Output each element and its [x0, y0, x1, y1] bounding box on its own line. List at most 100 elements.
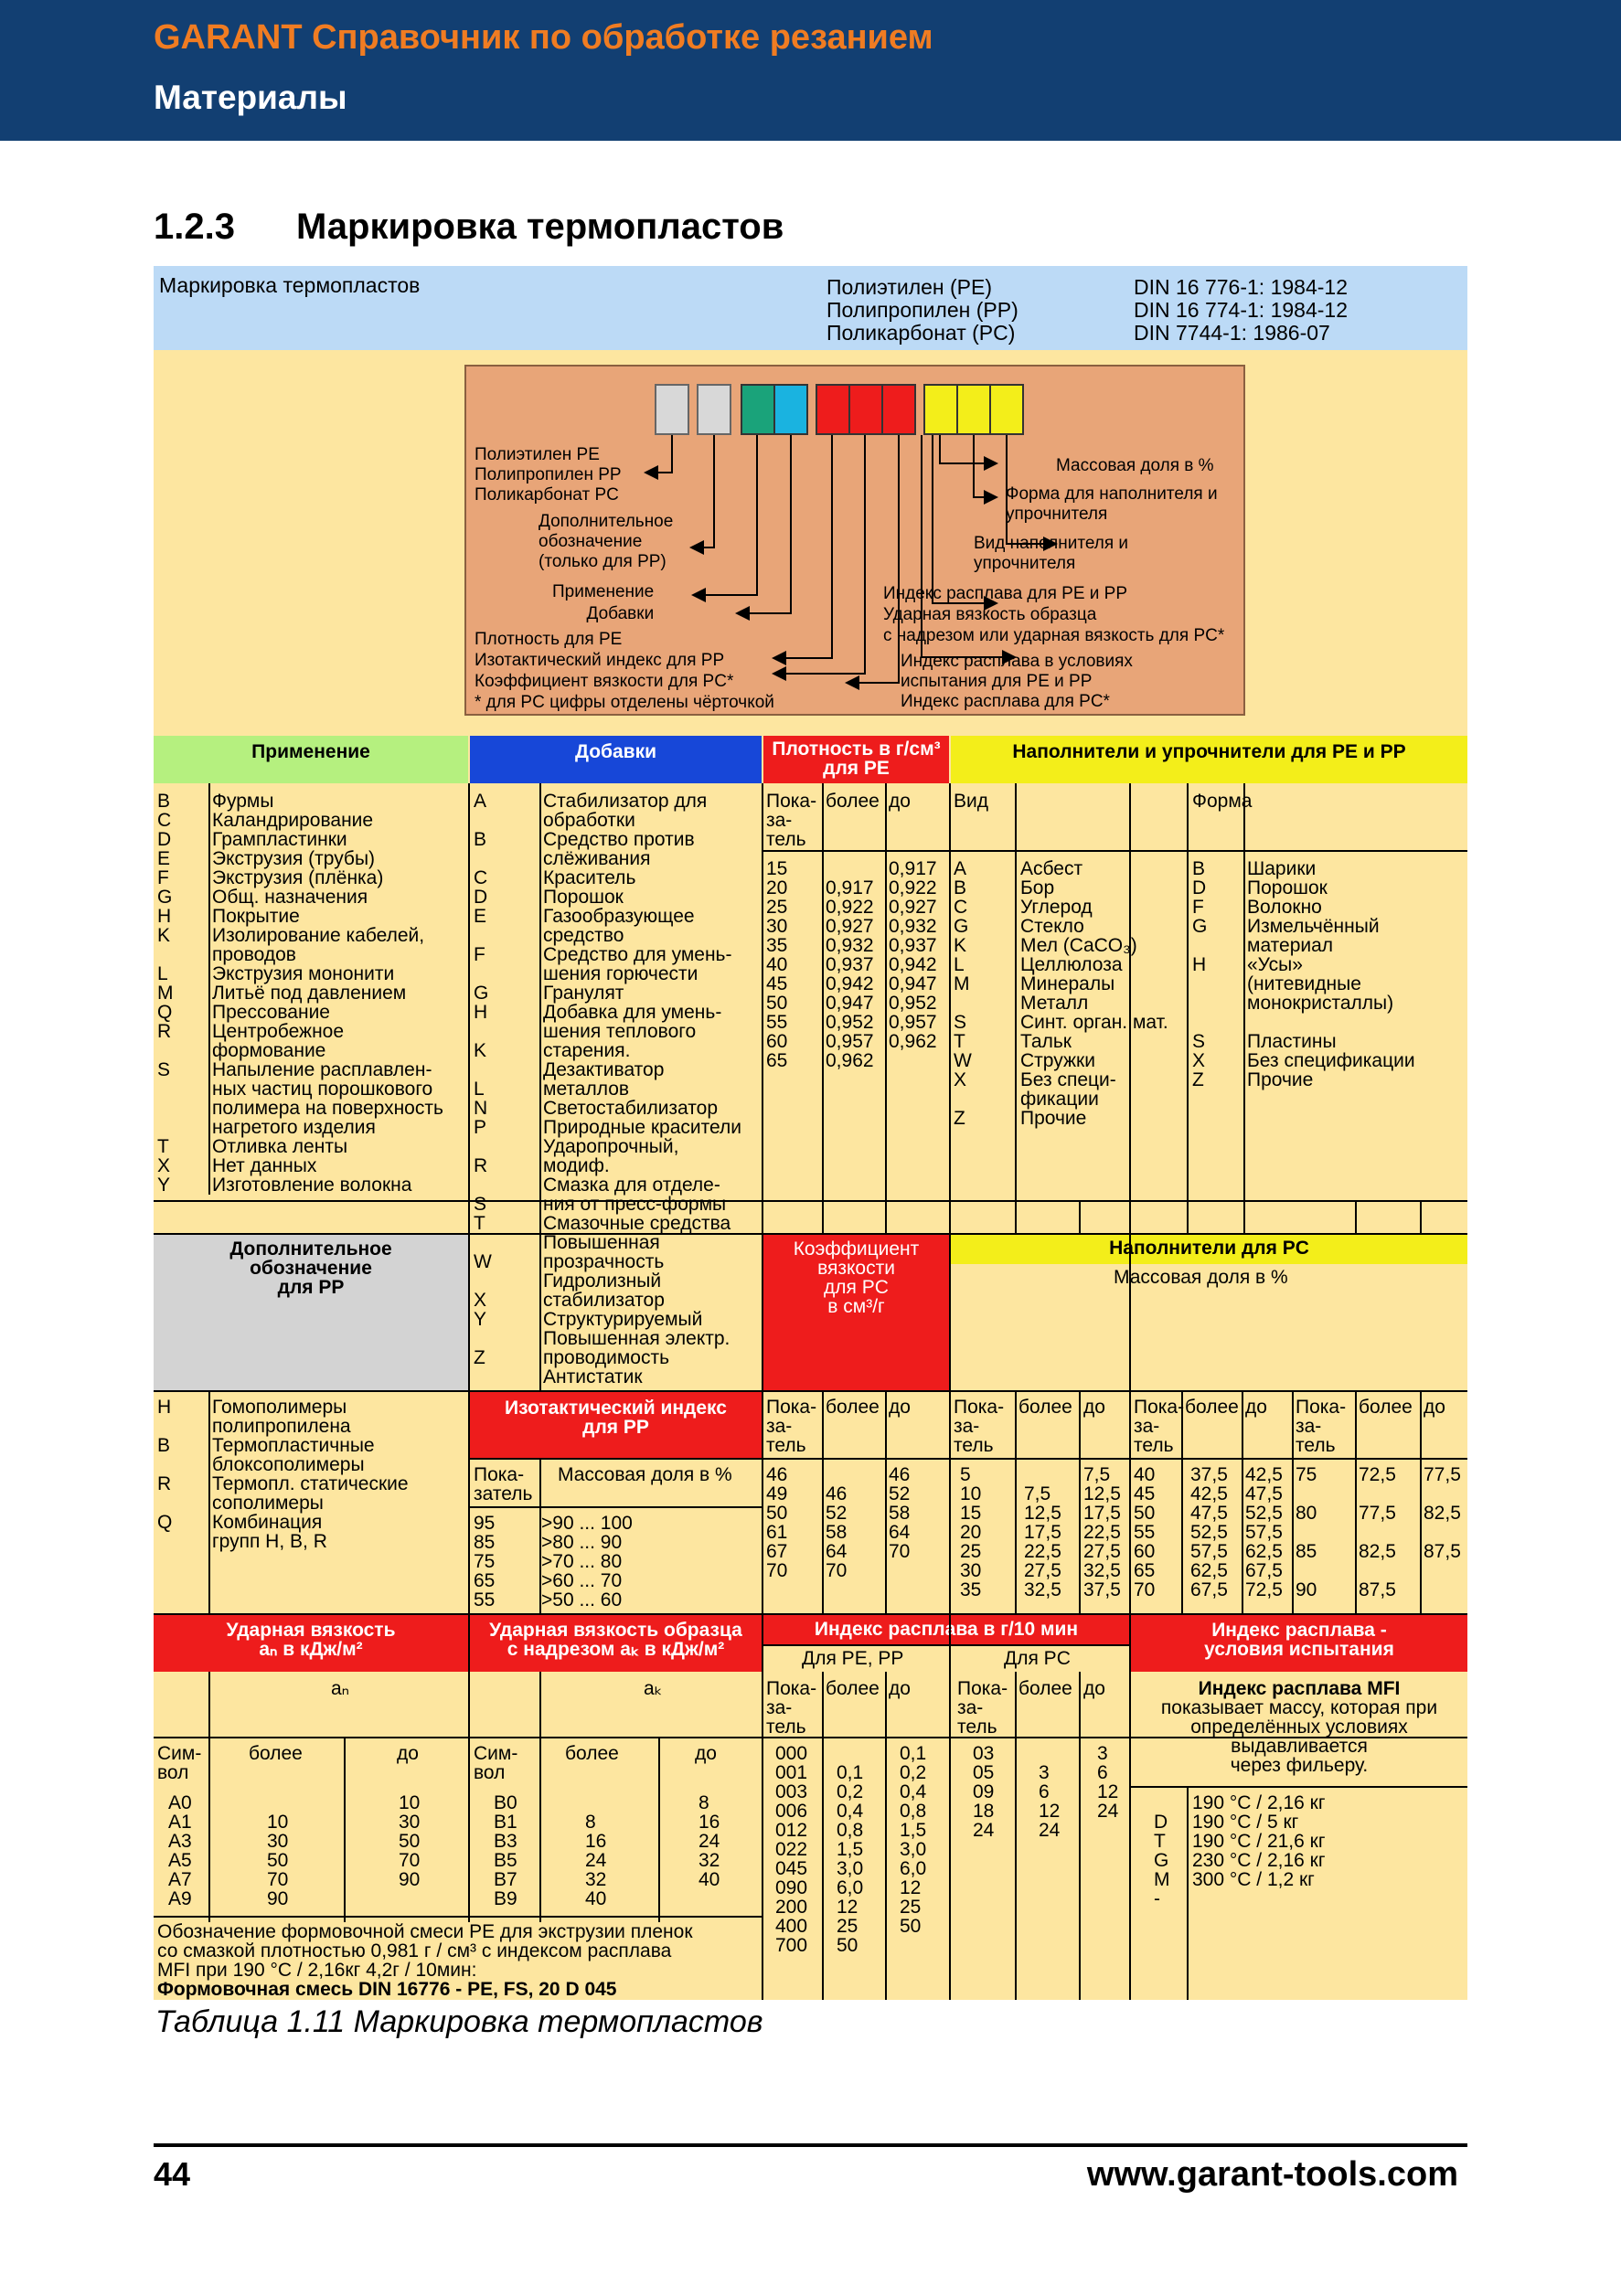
fillers-type-header: Вид	[954, 791, 988, 812]
code-box-red-3	[881, 384, 916, 435]
header-impact-notch: Ударная вязкость образца с надрезом aₖ в…	[470, 1615, 762, 1672]
section-number: 1.2.3	[154, 207, 235, 247]
grid-line	[1420, 1200, 1422, 1235]
impact-notch-more-header: более	[565, 1743, 619, 1764]
grid-line	[470, 1458, 1467, 1460]
page-number: 44	[154, 2155, 191, 2193]
code-box-yellow-3	[989, 384, 1024, 435]
impact-codes: A0 A1 A3 A5 A7 A9	[168, 1792, 192, 1909]
footer-rule	[154, 2143, 1467, 2147]
grid-line	[1243, 783, 1245, 1235]
additives-codes: A B C D E F G H K L N P R S T W X Y Z	[474, 791, 492, 1368]
grid-line	[1015, 1390, 1017, 1615]
grid-line	[822, 1672, 824, 2000]
density-indicator: 15 20 25 30 35 40 45 50 55 60 65	[766, 858, 788, 1071]
application-codes: B C D E F G H K L M Q R S T X Y	[157, 791, 174, 1196]
impact-notch-sym-header: Сим- вол	[474, 1743, 518, 1783]
melt-pc-col-show: Пока- за- тель	[957, 1678, 1008, 1738]
impact-notch-sub: aₖ	[644, 1678, 663, 1699]
grid-line	[1079, 1200, 1081, 1235]
intro-materials: Полиэтилен (PE) Полипропилен (PP) Полика…	[826, 275, 1018, 345]
grid-line	[1129, 1786, 1467, 1788]
melt-pc-col-more: более	[1018, 1678, 1072, 1699]
diagram-label-melt-conditions: Индекс расплава в условиях испытания для…	[901, 652, 1133, 711]
mass-g2-col-show: Пока- за- тель	[954, 1397, 1005, 1456]
mass-g1-more: 46 52 58 64 70	[826, 1483, 848, 1581]
grid-line	[1079, 1672, 1081, 2000]
melt-pe-col-more: более	[826, 1678, 880, 1699]
grid-line	[539, 1458, 541, 1615]
mass-g4-ind: 75 80 85 90	[1296, 1464, 1317, 1600]
diagram-label-application: Применение Добавки	[552, 582, 655, 623]
mass-g4-upto: 77,5 82,5 87,5	[1424, 1464, 1461, 1562]
page-header: GARANT Справочник по обработке резанием …	[0, 0, 1621, 141]
grid-line	[468, 783, 470, 1922]
grid-line	[208, 1672, 210, 1922]
mass-g2-col-more: более	[1018, 1397, 1072, 1418]
isotactic-col-indicator: Пока- затель	[474, 1464, 533, 1504]
header-melt-conditions: Индекс расплава - условия испытания	[1131, 1615, 1467, 1672]
grid-line	[885, 783, 887, 1235]
density-more: 0,917 0,922 0,927 0,932 0,937 0,942 0,94…	[826, 877, 874, 1071]
mass-g1-col-show: Пока- за- тель	[766, 1397, 817, 1456]
conditions-text: 190 °C / 2,16 кг 190 °C / 5 кг 190 °C / …	[1192, 1792, 1326, 1890]
mass-g2-more: 7,5 12,5 17,5 22,5 27,5 32,5	[1024, 1483, 1061, 1600]
grid-line	[822, 1390, 824, 1615]
grid-line	[470, 1506, 762, 1508]
intro-label: Маркировка термопластов	[159, 273, 421, 297]
grid-line	[1015, 783, 1017, 1235]
header-subtitle: Материалы	[154, 79, 347, 116]
fillers-type-text: Асбест Бор Углерод Стекло Мел (CaCO₃) Це…	[1020, 858, 1168, 1129]
diagram-label-kind: Вид наполнителя и упрочнителя	[974, 534, 1129, 573]
impact-notch-more: 8 16 24 32 40	[585, 1812, 607, 1909]
mass-g3-more: 37,5 42,5 47,5 52,5 57,5 62,5 67,5	[1190, 1464, 1228, 1600]
grid-line	[1187, 783, 1189, 1235]
isotactic-share: >90 ... 100 >80 ... 90 >70 ... 80 >60 ..…	[541, 1513, 633, 1610]
grid-line	[1181, 1390, 1183, 1615]
grid-line	[1015, 1672, 1017, 2000]
diagram-label-melt-impact: Индекс расплава для PE и PP Ударная вязк…	[883, 584, 1225, 645]
isotactic-indicator: 95 85 75 65 55	[474, 1513, 496, 1610]
grid-line	[154, 1200, 1467, 1202]
density-col-indicator: Пока- за- тель	[766, 791, 817, 850]
mass-g3-upto: 42,5 47,5 52,5 57,5 62,5 67,5 72,5	[1245, 1464, 1283, 1600]
grid-line	[1242, 1390, 1243, 1615]
mass-g3-col-show: Пока- за- тель	[1134, 1397, 1185, 1456]
grid-line	[822, 783, 824, 1235]
code-box-gray-2	[697, 384, 731, 435]
section-title: Маркировка термопластов	[296, 207, 784, 247]
mass-g3-col-upto: до	[1245, 1397, 1267, 1418]
grid-line	[885, 1390, 887, 1615]
fillers-form-header: Форма	[1192, 791, 1253, 812]
grid-line	[154, 1233, 1467, 1235]
fillers-form-text: Шарики Порошок Волокно Измельчённый мате…	[1247, 858, 1415, 1090]
grid-line	[539, 783, 541, 1392]
impact-notch-codes: B0 B1 B3 B5 B7 B9	[494, 1792, 517, 1909]
conditions-desc: показывает массу, которая при определённ…	[1160, 1697, 1438, 1776]
grid-line	[208, 1390, 210, 1615]
grid-line	[154, 1613, 1467, 1615]
melt-pe-ind: 000 001 003 006 012 022 045 090 200 400 …	[775, 1743, 808, 1956]
melt-pe-col-upto: до	[889, 1678, 911, 1699]
intro-band	[154, 266, 1467, 350]
melt-pc-label: Для PC	[1004, 1648, 1071, 1669]
mass-g4-col-upto: до	[1424, 1397, 1445, 1418]
impact-upto-header: до	[397, 1743, 419, 1764]
mass-g2-upto: 7,5 12,5 17,5 22,5 27,5 32,5 37,5	[1083, 1464, 1121, 1600]
header-additives: Добавки	[470, 736, 762, 783]
diagram-label-extra: Дополнительное обозначение (только для P…	[539, 512, 674, 571]
grid-line	[885, 1672, 887, 2000]
melt-pe-col-show: Пока- за- тель	[766, 1678, 817, 1738]
example-text: Обозначение формовочной смеси PE для экс…	[157, 1921, 693, 1981]
density-col-more: более	[826, 791, 880, 812]
density-col-upto: до	[889, 791, 911, 812]
footer-url[interactable]: www.garant-tools.com	[1086, 2155, 1458, 2194]
impact-more-header: более	[249, 1743, 303, 1764]
grid-line	[154, 1737, 1467, 1738]
mass-g3-col-more: более	[1185, 1397, 1239, 1418]
grid-line	[1355, 1200, 1357, 1235]
melt-pc-more: 3 6 12 24	[1039, 1762, 1061, 1841]
impact-sub: aₙ	[331, 1678, 350, 1699]
impact-upto: 10 30 50 70 90	[399, 1792, 421, 1890]
mass-g1-col-more: более	[826, 1397, 880, 1418]
